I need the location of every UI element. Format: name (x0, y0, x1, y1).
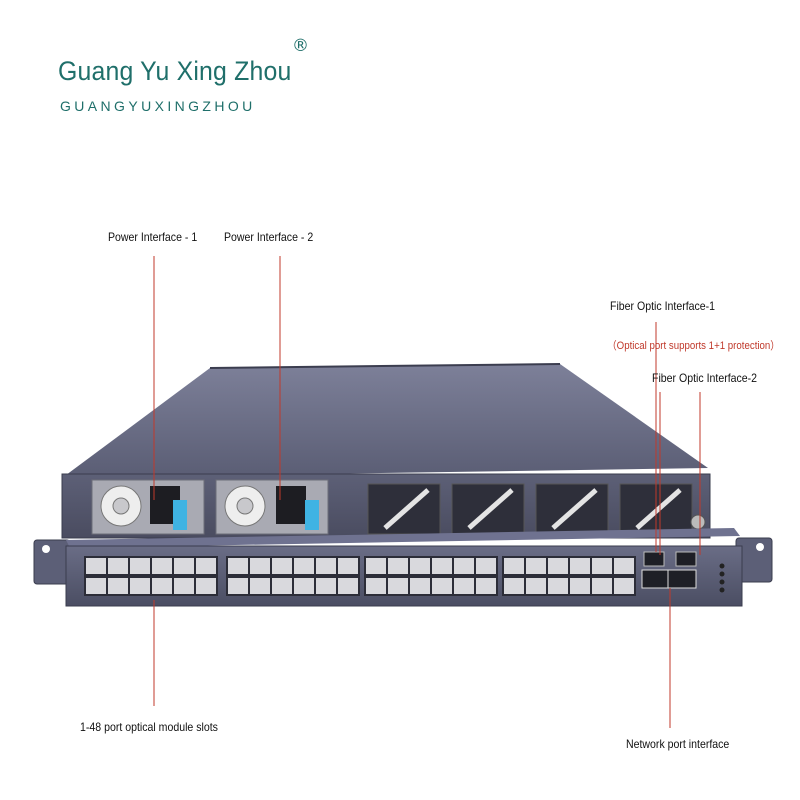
power-interface-2-label: Power Interface - 2 (224, 230, 314, 244)
fiber-optic-ports (643, 551, 697, 567)
front-unit-top (66, 528, 740, 548)
power-interface-1-label: Power Interface - 1 (108, 230, 198, 244)
power-supply-1 (91, 479, 205, 535)
sfp-slot-group-2 (226, 556, 360, 596)
power-supply-2 (215, 479, 329, 535)
fan-module-2 (451, 483, 525, 535)
network-port-interface-label: Network port interface (626, 737, 730, 751)
brand-name: Guang Yu Xing Zhou (58, 56, 292, 86)
sfp-slot-group-4 (502, 556, 636, 596)
status-leds (719, 563, 725, 593)
network-ports (641, 569, 697, 589)
optical-module-slots-label: 1-48 port optical module slots (80, 720, 218, 734)
leader-lines (153, 256, 701, 728)
sfp-slot-group-3 (364, 556, 498, 596)
rear-unit-top (62, 364, 708, 478)
fan-module-3 (535, 483, 609, 535)
registered-mark: ® (292, 36, 309, 56)
fiber-optic-interface-1-label: Fiber Optic Interface-1 (610, 299, 716, 313)
fan-module-1 (367, 483, 441, 535)
brand-subtitle: GUANGYUXINGZHOU (60, 98, 256, 114)
fiber-optic-interface-2-label: Fiber Optic Interface-2 (652, 371, 758, 385)
sfp-slot-group-1 (84, 556, 218, 596)
rack-ear-left (33, 539, 71, 585)
protection-note: （Optical port supports 1+1 protection） (607, 340, 780, 352)
ground-screw (690, 514, 706, 530)
